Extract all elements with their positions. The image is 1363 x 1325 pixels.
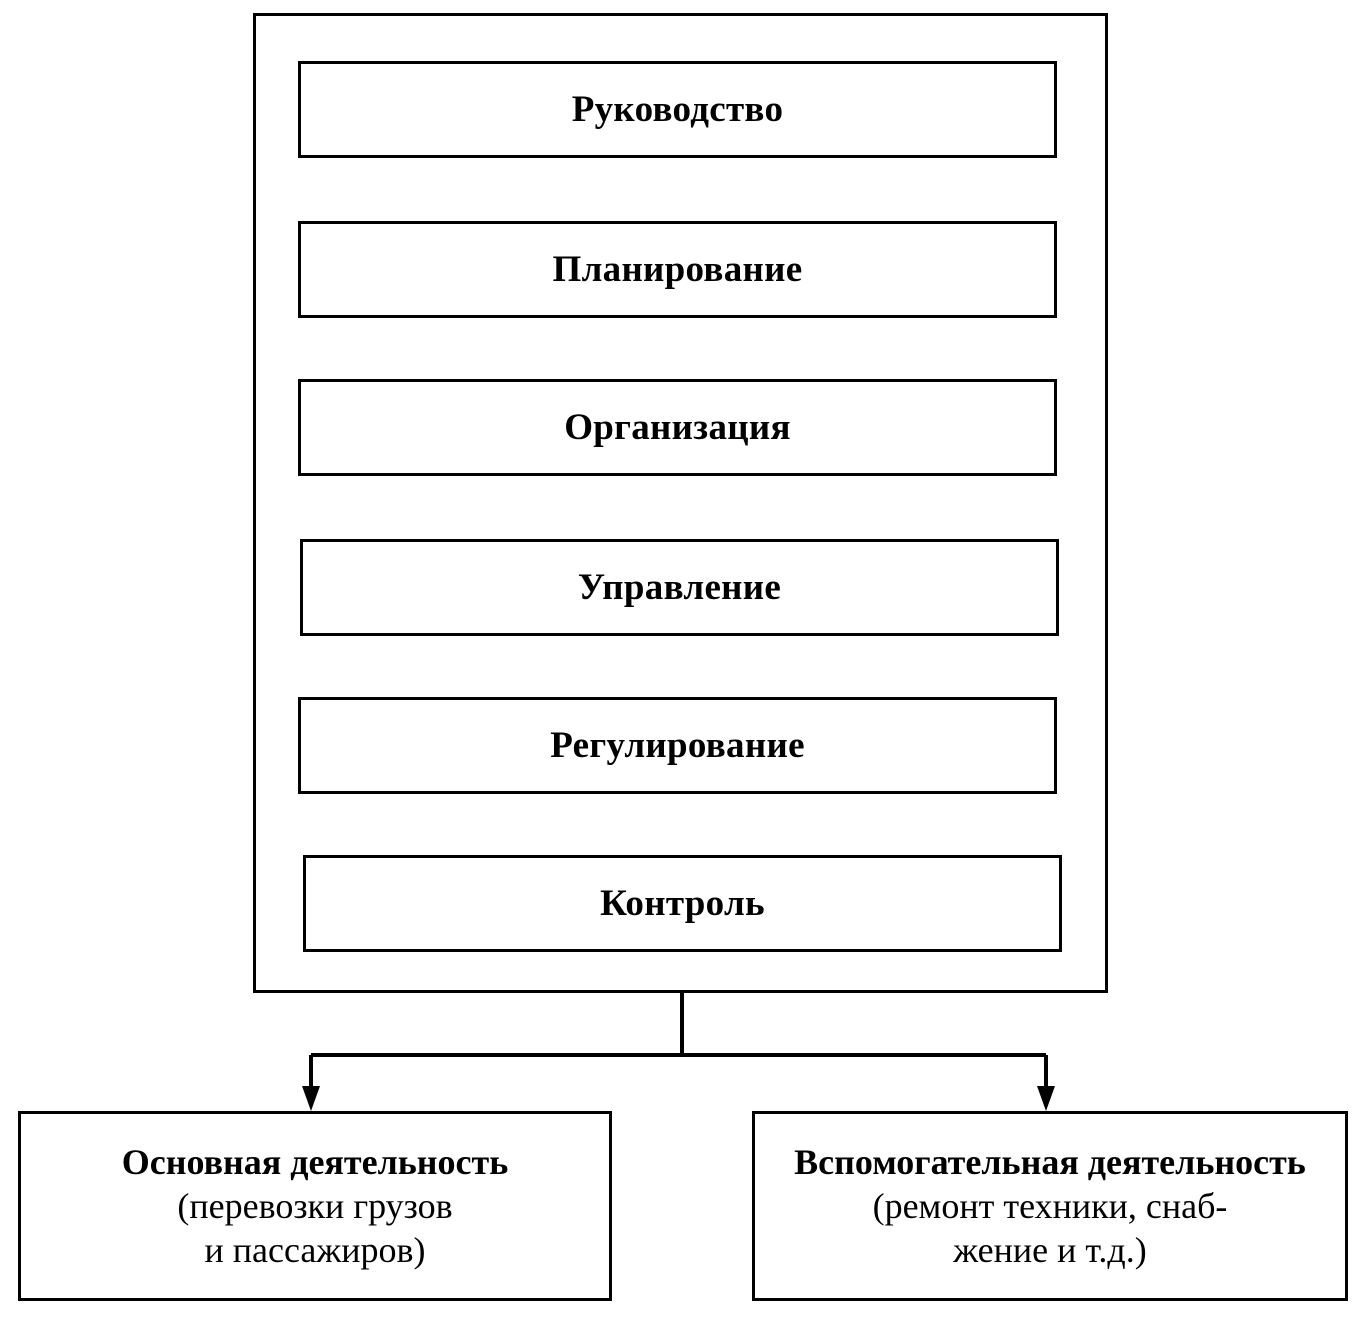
function-box-planning: Планирование — [298, 221, 1057, 318]
function-label: Управление — [577, 567, 782, 608]
management-functions-frame — [253, 13, 1108, 993]
main-activity-box: Основная деятельность (перевозки грузов … — [18, 1111, 612, 1301]
function-label: Организация — [564, 407, 791, 448]
left-arrowhead — [302, 1086, 320, 1111]
auxiliary-activity-box: Вспомогательная деятельность (ремонт тех… — [752, 1111, 1348, 1301]
function-label: Планирование — [552, 249, 803, 290]
function-box-organization: Организация — [298, 379, 1057, 476]
function-box-control: Контроль — [303, 855, 1062, 952]
main-activity-title: Основная деятельность — [121, 1142, 509, 1182]
function-box-management: Управление — [300, 539, 1059, 636]
function-box-leadership: Руководство — [298, 61, 1057, 158]
auxiliary-activity-line-2: жение и т.д.) — [953, 1230, 1147, 1270]
main-activity-line-2: и пассажиров) — [204, 1230, 426, 1270]
main-activity-line-1: (перевозки грузов — [177, 1186, 453, 1226]
auxiliary-activity-line-1: (ремонт техники, снаб- — [872, 1186, 1228, 1226]
function-label: Руководство — [571, 89, 784, 130]
function-box-regulation: Регулирование — [298, 697, 1057, 794]
function-label: Регулирование — [550, 725, 805, 766]
function-label: Контроль — [600, 883, 765, 924]
right-arrowhead — [1037, 1086, 1055, 1111]
auxiliary-activity-title: Вспомогательная деятельность — [794, 1142, 1306, 1182]
